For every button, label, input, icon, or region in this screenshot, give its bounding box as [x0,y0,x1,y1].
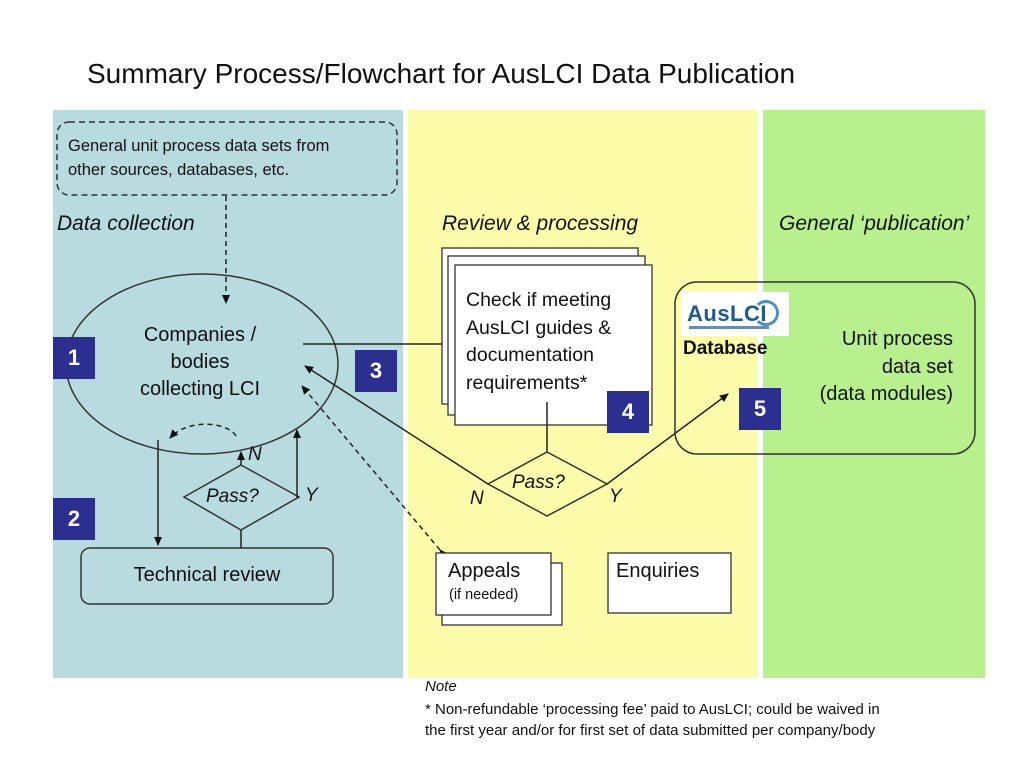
enquiries-box [607,552,732,614]
companies-line-2: bodies [170,351,230,373]
check-line-1: Check if meeting [466,289,612,311]
note-line-1: * Non-refundable ‘processing fee’ paid t… [425,701,880,718]
unit-process-line-3: (data modules) [819,383,953,405]
lane-label-review: Review & processing [442,212,639,235]
general-sources-line-1: General unit process data sets from [68,137,330,155]
note-line-2: the first year and/or for first set of d… [425,722,876,739]
step-badge-1: 1 [53,337,95,379]
step-badge-2: 2 [53,498,95,540]
companies-label: Companies / bodies collecting LCI [112,322,288,403]
left-yes-label: Y [305,485,318,506]
unit-process-line-1: Unit process [841,328,953,350]
step-badge-5: 5 [739,388,781,430]
pass-decision-center [486,451,609,517]
step-badge-4: 4 [607,391,649,433]
pass-left-label: Pass? [206,486,259,507]
technical-review-label: Technical review [133,564,281,586]
auslci-logo: AusLCI [681,292,789,336]
technical-review-box [80,547,334,605]
general-sources-text: General unit process data sets from othe… [68,134,329,182]
page-title: Summary Process/Flowchart for AusLCI Dat… [87,58,796,89]
check-line-4: requirements* [466,371,588,394]
left-no-label: N [248,444,262,465]
center-no-label: N [470,488,484,509]
lane-general-publication [763,110,985,678]
database-label: Database [683,338,768,359]
decision-yes-arrow [293,429,301,498]
step-badge-3: 3 [355,350,397,392]
pass-center-label: Pass? [512,472,565,493]
note-text: * Non-refundable ‘processing fee’ paid t… [425,699,880,741]
companies-line-3: collecting LCI [139,378,261,400]
lane-label-collection: Data collection [57,212,195,235]
general-sources-line-2: other sources, databases, etc. [68,161,290,179]
auslci-logo-swirl [753,300,779,326]
center-yes-label: Y [609,486,622,507]
unit-process-line-2: data set [881,355,953,378]
lane-label-publication: General ‘publication’ [779,212,970,235]
check-line-2: AusLCI guides & [466,316,612,339]
appeals-box-front [435,552,552,616]
appeals-dashed-arrow [301,385,449,559]
check-label: Check if meeting AusLCI guides & documen… [466,287,611,397]
unit-process-box [674,281,976,455]
companies-line-1: Companies / [143,324,257,346]
appeals-note: (if needed) [449,587,519,603]
center-yes-arrow [606,393,729,485]
enquiries-label: Enquiries [616,560,700,582]
check-line-3: documentation [466,344,594,366]
note-heading: Note [425,678,457,695]
unit-process-label: Unit process data set (data modules) [780,326,953,409]
feedback-loop-arrow [169,423,237,439]
appeals-label: Appeals [448,560,521,582]
general-sources-box [56,121,398,196]
auslci-logo-underline [689,326,769,329]
